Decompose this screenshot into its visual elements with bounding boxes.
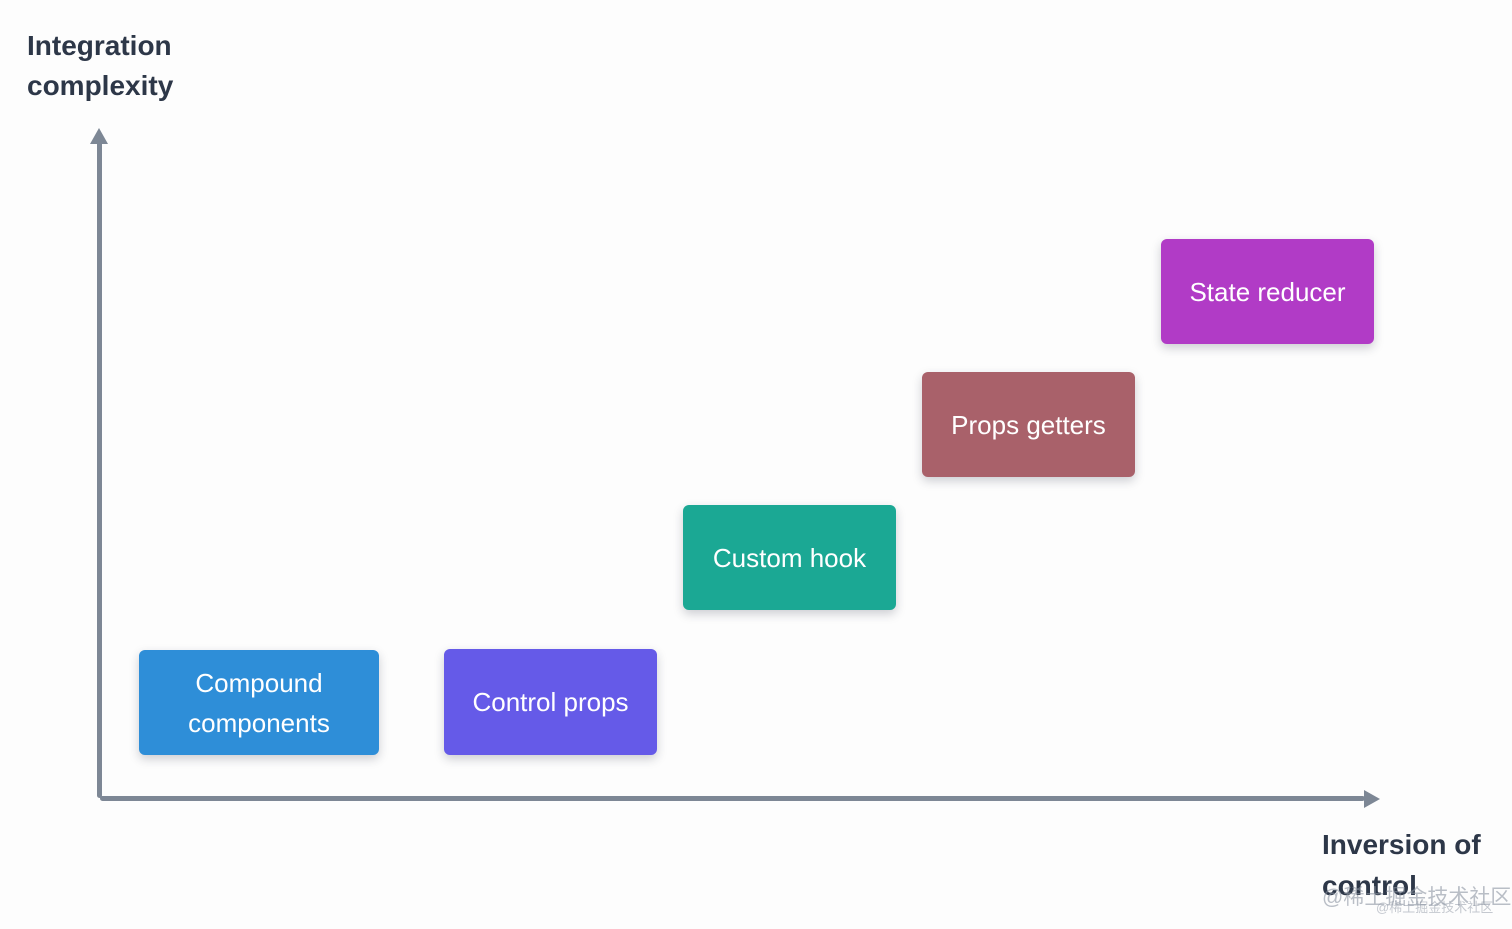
x-axis-label-line1: Inversion of xyxy=(1322,829,1481,860)
box-custom-hook: Custom hook xyxy=(683,505,896,610)
box-compound-components: Compound components xyxy=(139,650,379,755)
watermark-text: @稀土掘金技术社区 xyxy=(1322,886,1512,909)
y-axis-label: Integration complexity xyxy=(27,26,173,106)
box-control-props-label: Control props xyxy=(472,687,629,717)
box-compound-components-label: Compound components xyxy=(188,667,330,738)
box-props-getters: Props getters xyxy=(922,372,1135,477)
watermark-text-small: @稀土掘金技术社区 xyxy=(1376,900,1494,915)
y-axis-label-line1: Integration xyxy=(27,30,172,61)
y-axis-line xyxy=(97,141,102,798)
y-axis-label-line2: complexity xyxy=(27,70,174,101)
box-custom-hook-label: Custom hook xyxy=(712,542,867,573)
y-axis-arrowhead-icon xyxy=(90,128,108,144)
box-control-props: Control props xyxy=(444,649,657,755)
x-axis-arrowhead-icon xyxy=(1364,789,1380,808)
x-axis-label-line2: control xyxy=(1322,870,1417,901)
box-props-getters-label: Props getters xyxy=(951,409,1106,440)
x-axis-label: Inversion of control xyxy=(1322,824,1481,906)
box-state-reducer-label: State reducer xyxy=(1189,276,1346,307)
box-state-reducer: State reducer xyxy=(1161,239,1374,344)
x-axis-line xyxy=(100,796,1365,801)
